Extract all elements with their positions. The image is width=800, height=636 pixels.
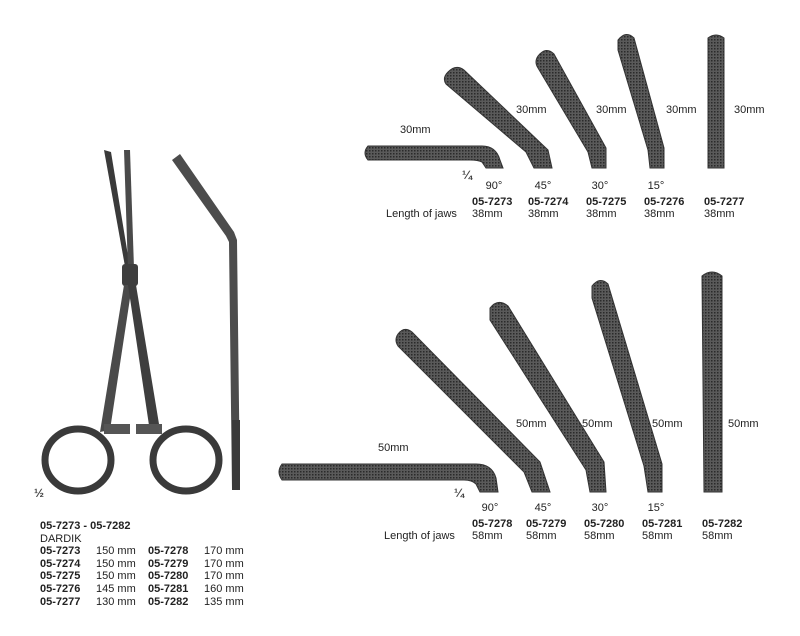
angle-label-bottom-15: 15° — [647, 502, 665, 514]
spec-product-name: DARDIK — [40, 532, 82, 545]
length-label-bottom-2: 50mm — [516, 418, 547, 430]
jaw-45deg-bottom — [395, 328, 551, 493]
product-code-top-5: 05-7277 — [704, 196, 745, 208]
length-label-top-1: 30mm — [400, 124, 431, 136]
spec-length: 135 mm — [204, 595, 244, 608]
length-label-top-4: 30mm — [666, 104, 697, 116]
spec-length: 145 mm — [96, 582, 136, 595]
spec-length: 170 mm — [204, 545, 244, 558]
length-label-bottom-4: 50mm — [652, 418, 683, 430]
spec-range: 05-7273 - 05-7282 — [40, 520, 131, 532]
length-label-top-2: 30mm — [516, 104, 547, 116]
product-code-bottom-4: 05-7281 — [642, 518, 683, 530]
spec-length: 150 mm — [96, 570, 136, 583]
jaw-straight-top — [707, 34, 725, 169]
angle-label-top-30: 30° — [591, 180, 609, 192]
product-code-top-4: 05-7276 — [644, 196, 685, 208]
product-code-bottom-5: 05-7282 — [702, 518, 743, 530]
jaw-length-top-1: 38mm — [472, 208, 503, 220]
spec-row: 05-7273 150 mm 05-7278 170 mm — [40, 545, 264, 558]
length-label-bottom-5: 50mm — [728, 418, 759, 430]
length-label-bottom-1: 50mm — [378, 442, 409, 454]
spec-row: 05-7274 150 mm 05-7279 170 mm — [40, 558, 264, 571]
angle-label-top-15: 15° — [647, 180, 665, 192]
spec-length: 130 mm — [96, 595, 136, 608]
jaws-length-label-bottom: Length of jaws — [384, 530, 455, 542]
spec-table: 05-7273 - 05-7282 DARDIK 05-7273 150 mm … — [40, 520, 264, 608]
spec-code: 05-7274 — [40, 557, 81, 570]
jaw-length-bottom-4: 58mm — [642, 530, 673, 542]
length-label-bottom-3: 50mm — [582, 418, 613, 430]
spec-row: 05-7277 130 mm 05-7282 135 mm — [40, 596, 264, 609]
product-code-top-1: 05-7273 — [472, 196, 513, 208]
jaw-straight-bottom — [701, 271, 723, 493]
spec-length: 170 mm — [204, 557, 244, 570]
spec-code: 05-7281 — [148, 582, 189, 595]
jaw-length-top-5: 38mm — [704, 208, 735, 220]
angle-label-top-90: 90° — [485, 180, 503, 192]
length-label-top-5: 30mm — [734, 104, 765, 116]
jaw-length-bottom-3: 58mm — [584, 530, 615, 542]
spec-code: 05-7279 — [148, 557, 189, 570]
scale-half: ½ — [34, 486, 45, 500]
spec-length: 150 mm — [96, 545, 136, 558]
spec-length: 170 mm — [204, 570, 244, 583]
spec-code: 05-7276 — [40, 582, 81, 595]
product-code-bottom-2: 05-7279 — [526, 518, 567, 530]
spec-row: 05-7276 145 mm 05-7281 160 mm — [40, 583, 264, 596]
spec-code: 05-7277 — [40, 595, 81, 608]
product-code-top-3: 05-7275 — [586, 196, 627, 208]
spec-code: 05-7280 — [148, 570, 189, 583]
product-code-top-2: 05-7274 — [528, 196, 569, 208]
spec-length: 160 mm — [204, 582, 244, 595]
product-code-bottom-3: 05-7280 — [584, 518, 625, 530]
jaw-15deg-bottom — [591, 280, 663, 493]
jaw-90deg-top — [364, 145, 504, 169]
jaw-45deg-top — [443, 66, 553, 169]
jaw-length-bottom-1: 58mm — [472, 530, 503, 542]
angle-label-bottom-45: 45° — [534, 502, 552, 514]
jaw-30deg-bottom — [489, 302, 607, 493]
jaw-length-bottom-5: 58mm — [702, 530, 733, 542]
scale-quarter-bottom: ¼ — [454, 486, 465, 500]
spec-code: 05-7273 — [40, 545, 81, 558]
product-code-bottom-1: 05-7278 — [472, 518, 513, 530]
angle-label-bottom-90: 90° — [481, 502, 499, 514]
jaw-length-top-3: 38mm — [586, 208, 617, 220]
length-label-top-3: 30mm — [596, 104, 627, 116]
jaw-30deg-top — [535, 50, 607, 169]
jaw-length-top-4: 38mm — [644, 208, 675, 220]
clamp-side-view — [172, 154, 240, 490]
angle-label-top-45: 45° — [534, 180, 552, 192]
angle-label-bottom-30: 30° — [591, 502, 609, 514]
spec-length: 150 mm — [96, 557, 136, 570]
spec-code: 05-7275 — [40, 570, 81, 583]
scale-quarter-top: ¼ — [462, 168, 473, 182]
clamp-front-view — [41, 150, 223, 495]
spec-row: 05-7275 150 mm 05-7280 170 mm — [40, 570, 264, 583]
jaw-length-top-2: 38mm — [528, 208, 559, 220]
spec-code: 05-7282 — [148, 595, 189, 608]
spec-code: 05-7278 — [148, 545, 189, 558]
jaws-length-label-top: Length of jaws — [386, 208, 457, 220]
jaw-length-bottom-2: 58mm — [526, 530, 557, 542]
jaw-90deg-bottom — [278, 463, 499, 493]
jaw-15deg-top — [617, 34, 665, 169]
